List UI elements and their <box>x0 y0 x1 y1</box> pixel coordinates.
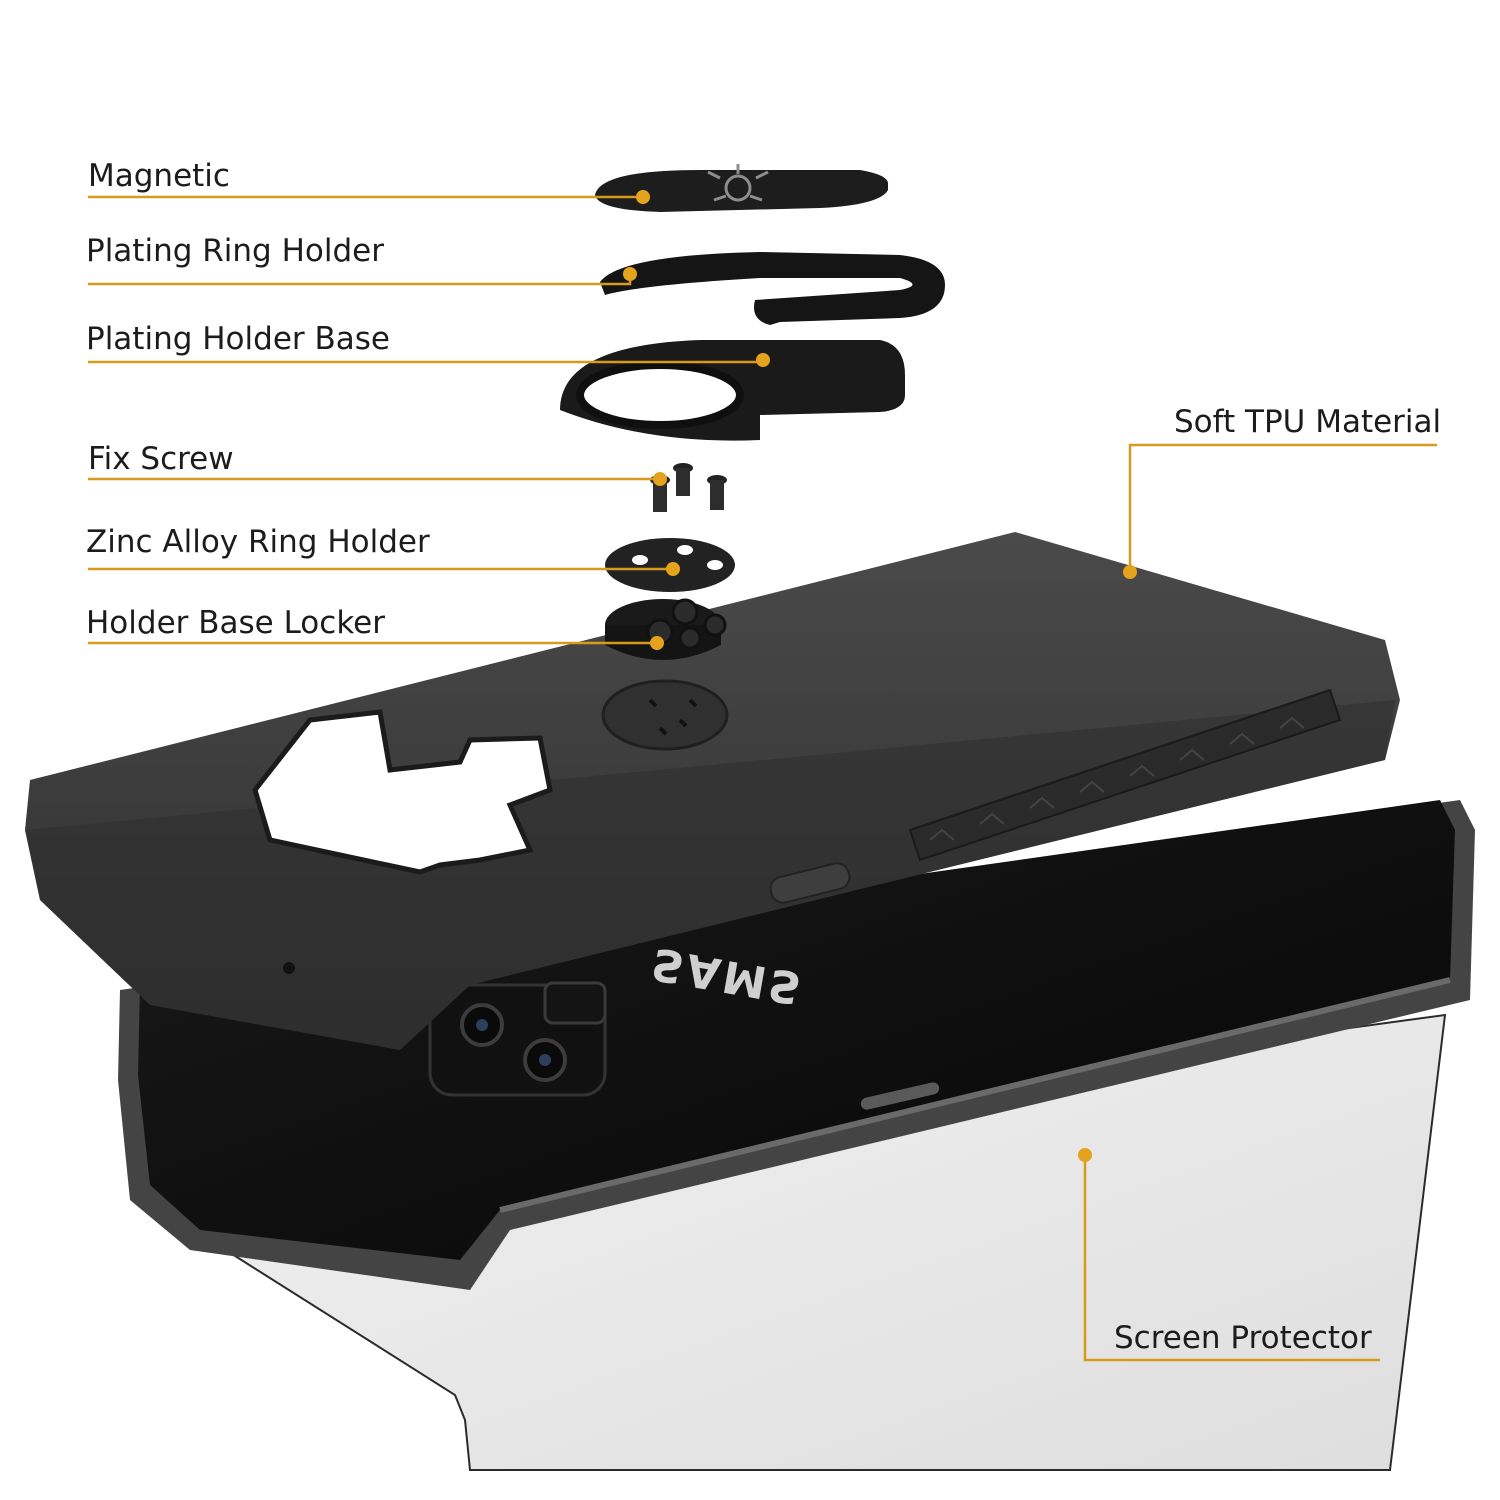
label-plating-ring-holder: Plating Ring Holder <box>86 233 384 269</box>
dot-fix-screw <box>653 472 667 486</box>
magnetic-plate <box>595 164 889 212</box>
ring-mount-disc <box>601 679 729 751</box>
leader-soft-tpu-material <box>1128 443 1437 572</box>
screw-3 <box>707 475 727 510</box>
phone-body: SAMS <box>118 800 1475 1290</box>
power-button-icon <box>769 862 851 904</box>
camera-cutout <box>252 709 553 875</box>
volume-button <box>860 1082 940 1110</box>
screw-2 <box>673 463 693 496</box>
holder-base-locker <box>605 598 727 660</box>
label-magnetic: Magnetic <box>88 158 230 194</box>
grip-texture <box>908 688 1342 862</box>
dot-magnetic <box>636 190 650 204</box>
label-zinc-alloy-ring-holder: Zinc Alloy Ring Holder <box>86 524 430 560</box>
plating-ring-holder <box>600 252 945 325</box>
rear-camera-module <box>428 981 607 1097</box>
dot-holder-base-locker <box>650 636 664 650</box>
dot-plating-ring-holder <box>623 267 637 281</box>
dot-soft-tpu-material <box>1123 565 1137 579</box>
callout-dots <box>623 190 1137 1162</box>
label-holder-base-locker: Holder Base Locker <box>86 605 385 641</box>
fix-screws <box>650 463 727 512</box>
dot-plating-holder-base <box>756 353 770 367</box>
label-plating-holder-base: Plating Holder Base <box>86 321 390 357</box>
leader-screen-protector <box>1083 1155 1380 1362</box>
label-screen-protector: Screen Protector <box>1114 1320 1372 1356</box>
sun-logo-icon <box>707 164 769 202</box>
plating-holder-base <box>560 340 905 441</box>
label-fix-screw: Fix Screw <box>88 441 234 477</box>
soft-tpu-case <box>25 532 1400 1050</box>
dot-zinc-alloy-ring-holder <box>666 562 680 576</box>
case-port-dot <box>283 962 295 974</box>
label-soft-tpu-material: Soft TPU Material <box>1174 404 1442 440</box>
leader-lines <box>88 195 1437 1362</box>
leader-plating-ring-holder <box>88 276 632 286</box>
dot-screen-protector <box>1078 1148 1092 1162</box>
